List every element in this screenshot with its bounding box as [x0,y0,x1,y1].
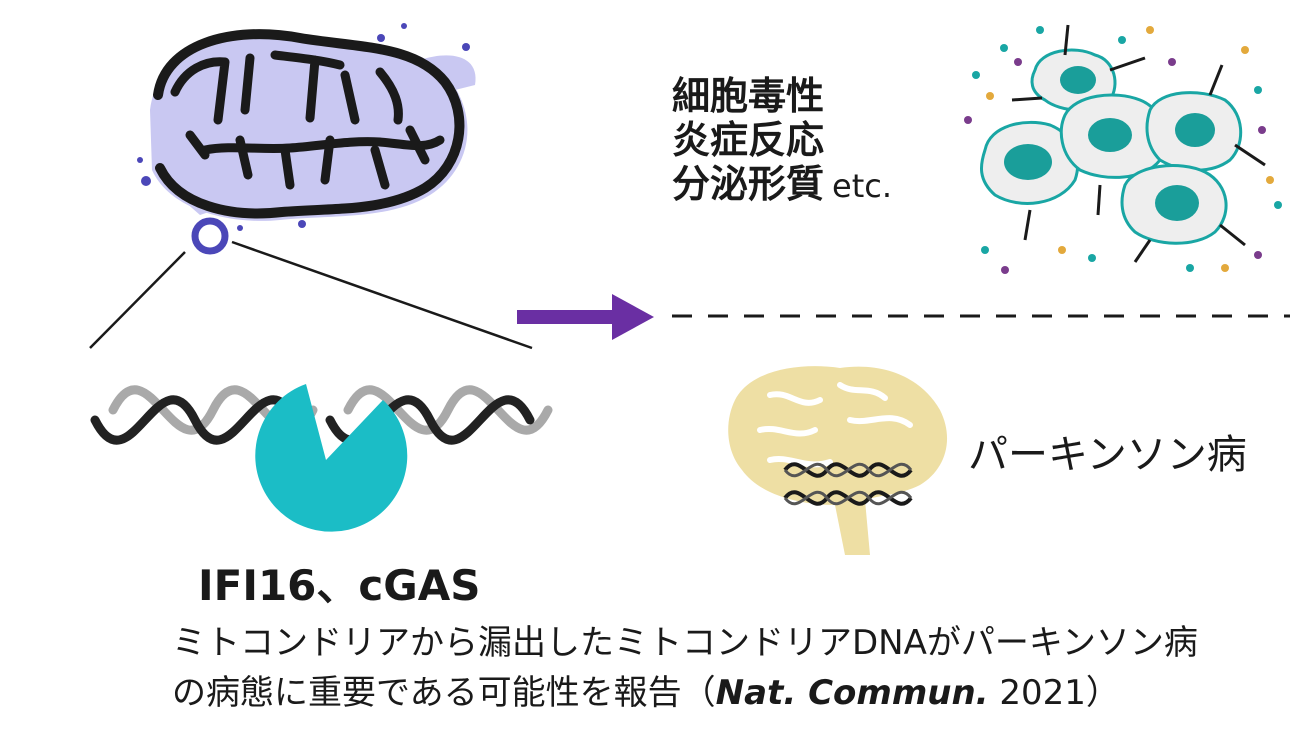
etc-label: etc. [832,167,893,205]
effect-cytotoxicity: 細胞毒性 [672,74,825,118]
protein-label: IFI16、cGAS [198,561,481,610]
dna-double-helix-icon [90,385,553,445]
journal-name: Nat. Commun. [715,673,989,713]
brain-icon [728,366,948,555]
publication-year: 2021） [988,673,1120,713]
disease-label: パーキンソン病 [968,432,1247,478]
zoom-lines [89,240,533,350]
sensor-protein-icon [255,384,408,532]
damaged-cells-icon [964,24,1282,274]
caption: ミトコンドリアから漏出したミトコンドリアDNAがパーキンソン病 の病態に重要であ… [172,618,1198,718]
arrow-icon [517,294,654,340]
caption-line-1: ミトコンドリアから漏出したミトコンドリアDNAがパーキンソン病 [172,623,1198,663]
effect-inflammation: 炎症反応 [672,118,825,162]
mtdna-ring-icon [191,217,229,255]
caption-line-2: の病態に重要である可能性を報告（Nat. Commun. 2021） [172,673,1120,713]
mitochondrion-icon [137,23,476,231]
